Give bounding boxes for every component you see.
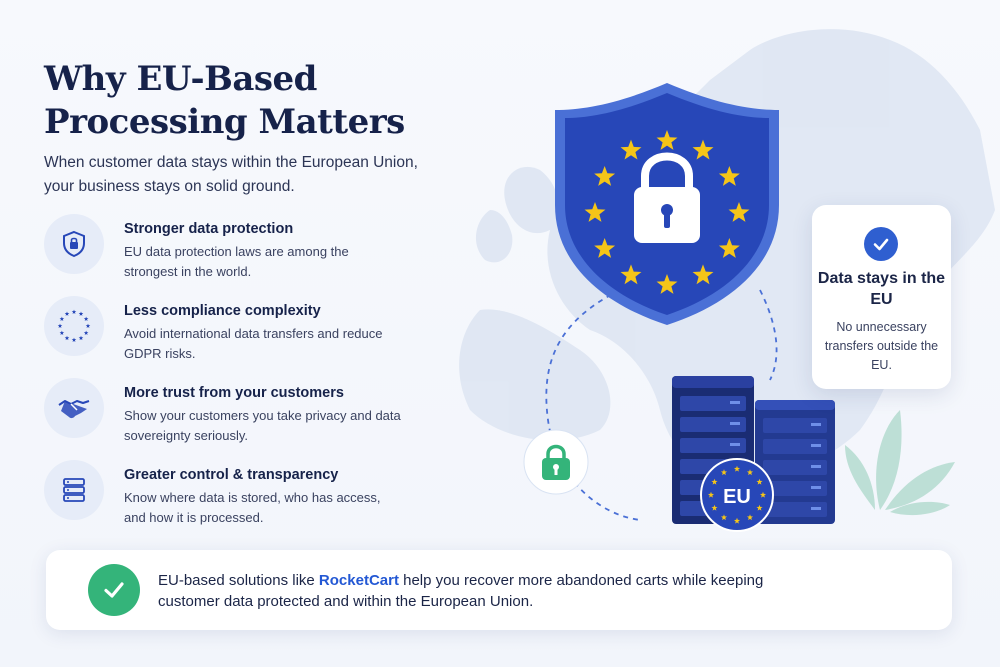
star-icon (78, 311, 84, 316)
feature-item-compliance: Less compliance complexity Avoid interna… (44, 296, 424, 378)
star-icon (64, 311, 70, 316)
feature-title: More trust from your customers (124, 385, 344, 401)
feature-list: Stronger data protection EU data protect… (44, 214, 424, 542)
star-icon (692, 264, 714, 285)
feature-title: Stronger data protection (124, 221, 294, 237)
feature-description: Show your customers you take privacy and… (124, 408, 401, 443)
server-led (730, 401, 740, 404)
server-unit (680, 417, 746, 432)
banner-text: EU-based solutions like RocketCart help … (158, 570, 798, 612)
data-stays-card: Data stays in the EU No unnecessary tran… (812, 205, 951, 389)
server-led (811, 465, 821, 468)
star-icon (718, 238, 740, 258)
star-icon (71, 309, 77, 314)
star-icon (711, 478, 718, 485)
star-icon (707, 491, 715, 498)
server-led (730, 422, 740, 425)
server-unit (763, 460, 827, 475)
star-icon (759, 491, 767, 498)
server-unit (763, 502, 827, 517)
star-icon (594, 238, 616, 258)
server-led (730, 443, 740, 446)
page-title: Why EU-Based Processing Matters (44, 59, 405, 142)
eu-badge-label: EU (723, 486, 751, 508)
server-unit (680, 396, 746, 411)
star-icon (746, 514, 754, 521)
feature-description: EU data protection laws are among the st… (124, 244, 349, 279)
eu-badge-icon: EU (700, 458, 774, 532)
star-icon (620, 139, 642, 160)
star-icon (733, 465, 741, 472)
shield-lock-icon (44, 214, 104, 274)
star-icon (85, 323, 91, 328)
feature-item-data-protection: Stronger data protection EU data protect… (44, 214, 424, 296)
star-icon (584, 202, 606, 222)
star-icon (656, 130, 678, 150)
server-led (811, 423, 821, 426)
star-icon (59, 316, 65, 321)
star-icon (711, 504, 718, 511)
server-led (811, 444, 821, 447)
star-icon (728, 202, 750, 222)
star-icon (57, 323, 63, 328)
server-unit (763, 418, 827, 433)
server-led (811, 507, 821, 510)
banner-text-after: help you recover more abandoned carts wh… (158, 572, 764, 610)
feature-description: Avoid international data transfers and r… (124, 326, 383, 361)
star-icon (83, 316, 89, 321)
server-led (811, 486, 821, 489)
banner-text-before: EU-based solutions like (158, 572, 319, 589)
feature-item-trust: More trust from your customers Show your… (44, 378, 424, 460)
star-icon (78, 335, 84, 341)
checkmark-icon (88, 564, 140, 616)
star-icon (720, 469, 728, 476)
server-stack-icon (44, 460, 104, 520)
star-icon (718, 166, 740, 186)
star-icon (746, 469, 754, 476)
brand-name: RocketCart (318, 572, 399, 589)
server-unit (763, 481, 827, 496)
page-subtitle: When customer data stays within the Euro… (44, 154, 418, 195)
star-icon (83, 330, 89, 335)
rocketcart-banner: EU-based solutions like RocketCart help … (46, 550, 952, 630)
star-icon (756, 478, 763, 485)
server-rack-icon (672, 376, 835, 524)
plant-decoration (845, 410, 955, 516)
card-description: No unnecessary transfers outside the EU. (824, 320, 939, 372)
star-icon (656, 274, 678, 294)
feature-title: Less compliance complexity (124, 303, 321, 319)
server-unit (680, 438, 746, 453)
star-icon (64, 335, 70, 341)
star-icon (59, 330, 65, 335)
star-icon (71, 337, 77, 342)
green-lock-icon (523, 429, 589, 495)
feature-description: Know where data is stored, who has acces… (124, 490, 381, 525)
star-icon (594, 166, 616, 186)
star-icon (733, 517, 741, 524)
card-title: Data stays in the EU (817, 270, 946, 308)
star-icon (620, 264, 642, 285)
star-icon (692, 139, 714, 160)
checkmark-icon (864, 227, 898, 261)
handshake-icon (44, 378, 104, 438)
feature-item-control: Greater control & transparency Know wher… (44, 460, 424, 542)
eu-stars-icon (44, 296, 104, 356)
server-unit (763, 439, 827, 454)
eu-shield-icon (555, 83, 779, 325)
feature-title: Greater control & transparency (124, 467, 339, 483)
star-icon (720, 514, 728, 521)
star-icon (756, 504, 763, 511)
